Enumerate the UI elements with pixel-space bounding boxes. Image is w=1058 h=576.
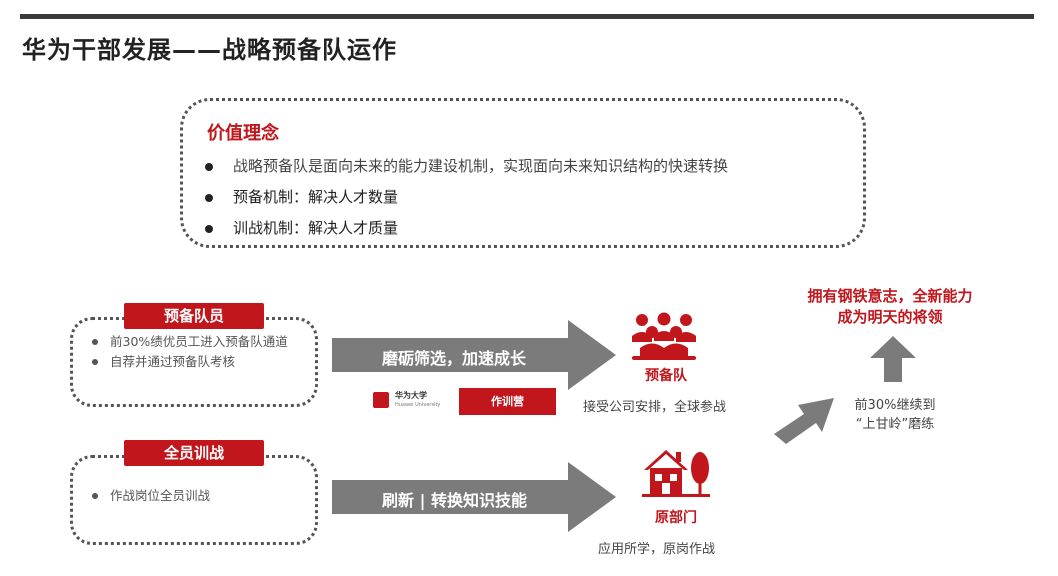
goal-subtext: 前30%继续到 “上甘岭”磨练: [854, 398, 936, 432]
up-arrow: [870, 336, 916, 382]
huawei-university-logo: 华为大学 Huawei University: [373, 388, 447, 414]
training-camp-badge: 作训营: [459, 388, 556, 415]
diagonal-arrow: [774, 398, 834, 444]
team-icon: [632, 312, 696, 360]
reserve-arrow: [332, 320, 616, 390]
reserve-caption: 接受公司安排，全球参战: [583, 400, 727, 415]
reserve-member-label: 预备队员: [124, 303, 264, 329]
values-list: 战略预备队是面向未来的能力建设机制，实现面向未来知识结构的快速转换 预备机制：解…: [203, 151, 728, 244]
reserve-member-item: 前30%绩优员工进入预备队通道: [88, 334, 310, 350]
team-icon-label: 预备队: [645, 368, 687, 384]
values-item: 战略预备队是面向未来的能力建设机制，实现面向未来知识结构的快速转换: [203, 151, 728, 182]
values-item: 预备机制：解决人才数量: [203, 182, 728, 213]
reserve-member-item: 自荐并通过预备队考核: [88, 354, 310, 370]
flower-logo-icon: [373, 392, 389, 408]
training-arrow: [332, 462, 616, 532]
training-arrow-text: 刷新 | 转换知识技能: [382, 491, 527, 510]
training-item: 作战岗位全员训战: [88, 488, 310, 504]
values-item: 训战机制：解决人才质量: [203, 213, 728, 244]
values-heading: 价值理念: [207, 123, 279, 144]
reserve-member-list: 前30%绩优员工进入预备队通道 自荐并通过预备队考核: [88, 334, 310, 374]
house-tree-icon: [642, 450, 710, 497]
training-caption: 应用所学，原岗作战: [598, 542, 716, 557]
values-panel: 价值理念 战略预备队是面向未来的能力建设机制，实现面向未来知识结构的快速转换 预…: [180, 98, 866, 248]
reserve-arrow-text: 磨砺筛选，加速成长: [382, 349, 527, 368]
house-icon-label: 原部门: [655, 510, 697, 526]
top-rule: [20, 14, 1034, 19]
training-label: 全员训战: [124, 440, 264, 466]
page-title: 华为干部发展——战略预备队运作: [22, 36, 397, 64]
goal-text: 拥有钢铁意志，全新能力 成为明天的将领: [807, 287, 973, 326]
training-list: 作战岗位全员训战: [88, 488, 310, 508]
